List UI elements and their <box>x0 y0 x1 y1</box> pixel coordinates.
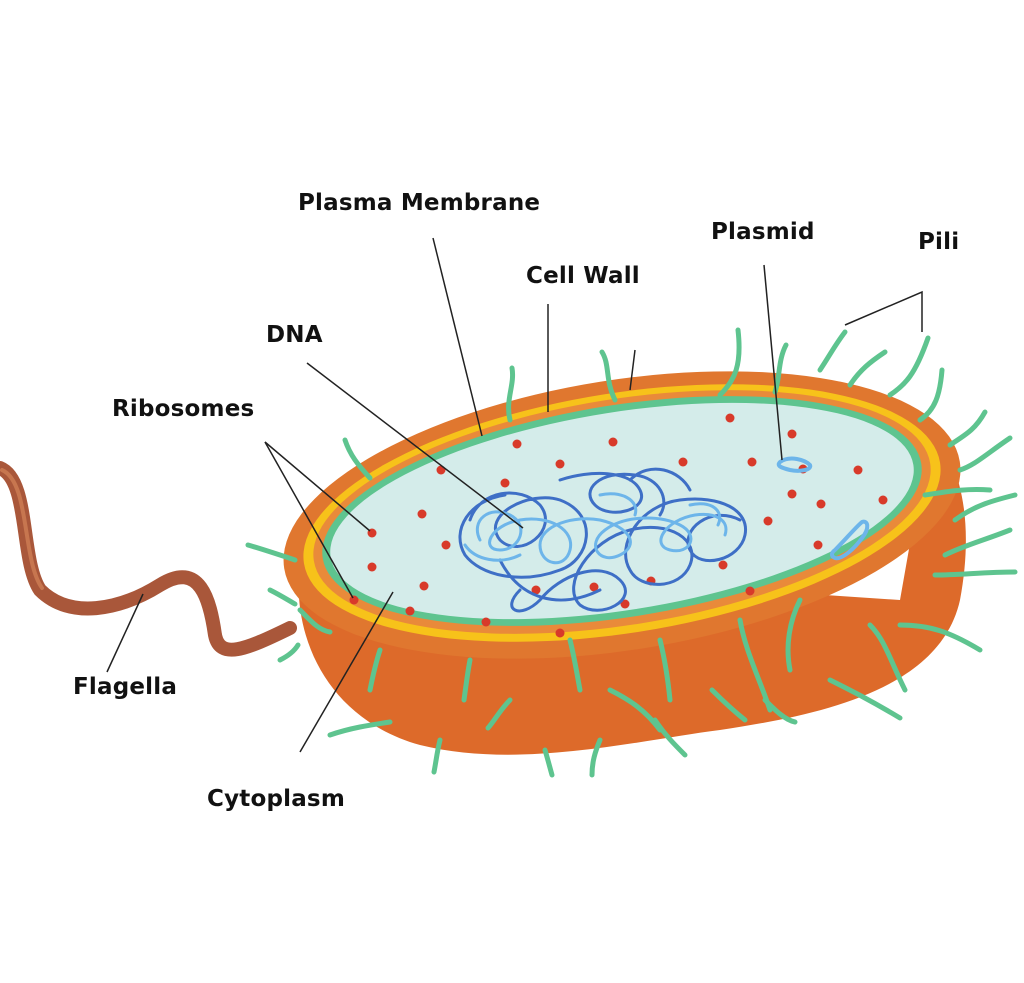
pilus <box>461 657 473 703</box>
ribosome <box>608 437 618 447</box>
ribosome <box>813 540 823 550</box>
pilus <box>867 622 908 693</box>
ribosome <box>419 581 429 591</box>
pilus <box>567 637 583 693</box>
label-plasma-membrane: Plasma Membrane <box>298 190 541 216</box>
dna-strand <box>458 491 747 613</box>
ribosome <box>725 413 735 423</box>
pilus <box>589 737 603 778</box>
pilus <box>942 527 1013 558</box>
pilus <box>297 607 333 635</box>
ribosome <box>405 606 415 616</box>
pilus <box>847 349 888 388</box>
pilus <box>277 642 301 663</box>
ribosome <box>481 617 491 627</box>
pilus <box>506 365 516 423</box>
leader-pili <box>844 290 923 332</box>
ribosome <box>745 586 755 596</box>
pilus <box>785 597 803 673</box>
ribosome <box>747 457 757 467</box>
leader-lines <box>106 237 923 753</box>
leader-ribosomes-b <box>264 441 354 599</box>
pilus <box>717 327 742 398</box>
leader-flagella <box>106 593 144 673</box>
ribosome <box>763 516 773 526</box>
pilus <box>897 622 983 653</box>
leader-plasmid <box>763 264 783 461</box>
pilus <box>952 492 1018 523</box>
dna-nucleoid <box>458 467 747 613</box>
ribosome <box>500 478 510 488</box>
ribosome <box>441 540 451 550</box>
ribosome <box>787 429 797 439</box>
pilus <box>957 435 1013 473</box>
label-pili: Pili <box>918 229 960 255</box>
leader-dna <box>306 362 524 529</box>
ribosome <box>718 560 728 570</box>
pilus <box>599 349 618 403</box>
dna-strand <box>498 467 692 602</box>
ribosome <box>589 582 599 592</box>
label-flagella: Flagella <box>73 674 178 700</box>
pilus <box>917 367 945 423</box>
ribosome <box>555 628 565 638</box>
ribosome <box>349 595 359 605</box>
ribosome <box>367 562 377 572</box>
pilus <box>431 737 443 775</box>
pilus <box>762 697 798 725</box>
pilus <box>827 677 903 721</box>
pilus <box>657 637 673 703</box>
ribosome <box>512 439 522 449</box>
flagellum <box>0 461 297 657</box>
pili-group <box>245 327 1018 778</box>
leader-cytoplasm <box>299 591 394 753</box>
ribosome <box>620 599 630 609</box>
label-dna: DNA <box>266 322 323 348</box>
ribosome <box>787 489 797 499</box>
pilus <box>267 587 298 607</box>
leader-cell-wall-2 <box>629 349 636 391</box>
flagellum-highlight <box>0 468 44 590</box>
pilus <box>485 697 513 731</box>
leader-plasma-membrane <box>432 237 483 437</box>
ribosome <box>417 509 427 519</box>
dna-strand <box>463 492 722 562</box>
dna-strand <box>475 510 728 565</box>
ribosome <box>531 585 541 595</box>
label-plasmid: Plasmid <box>711 219 815 245</box>
label-ribosomes: Ribosomes <box>112 396 255 422</box>
pilus <box>709 687 748 723</box>
pilus <box>245 542 298 563</box>
pilus <box>327 719 393 738</box>
ribosome <box>816 499 826 509</box>
pilus <box>932 569 1018 578</box>
label-cell-wall: Cell Wall <box>526 263 640 289</box>
ribosome <box>878 495 888 505</box>
ribosome <box>853 465 863 475</box>
pilus <box>922 486 993 498</box>
ribosome <box>678 457 688 467</box>
pilus <box>817 329 848 373</box>
pilus <box>652 717 688 758</box>
pilus <box>887 335 931 398</box>
label-cytoplasm: Cytoplasm <box>207 786 345 812</box>
pilus <box>342 437 373 481</box>
leader-ribosomes-a <box>264 441 371 532</box>
pilus <box>367 647 383 693</box>
plasmid <box>776 456 813 473</box>
ribosome <box>555 459 565 469</box>
pilus <box>542 747 555 778</box>
plasmid <box>830 519 870 561</box>
pilus <box>947 409 988 448</box>
ribosomes-group <box>349 413 888 638</box>
